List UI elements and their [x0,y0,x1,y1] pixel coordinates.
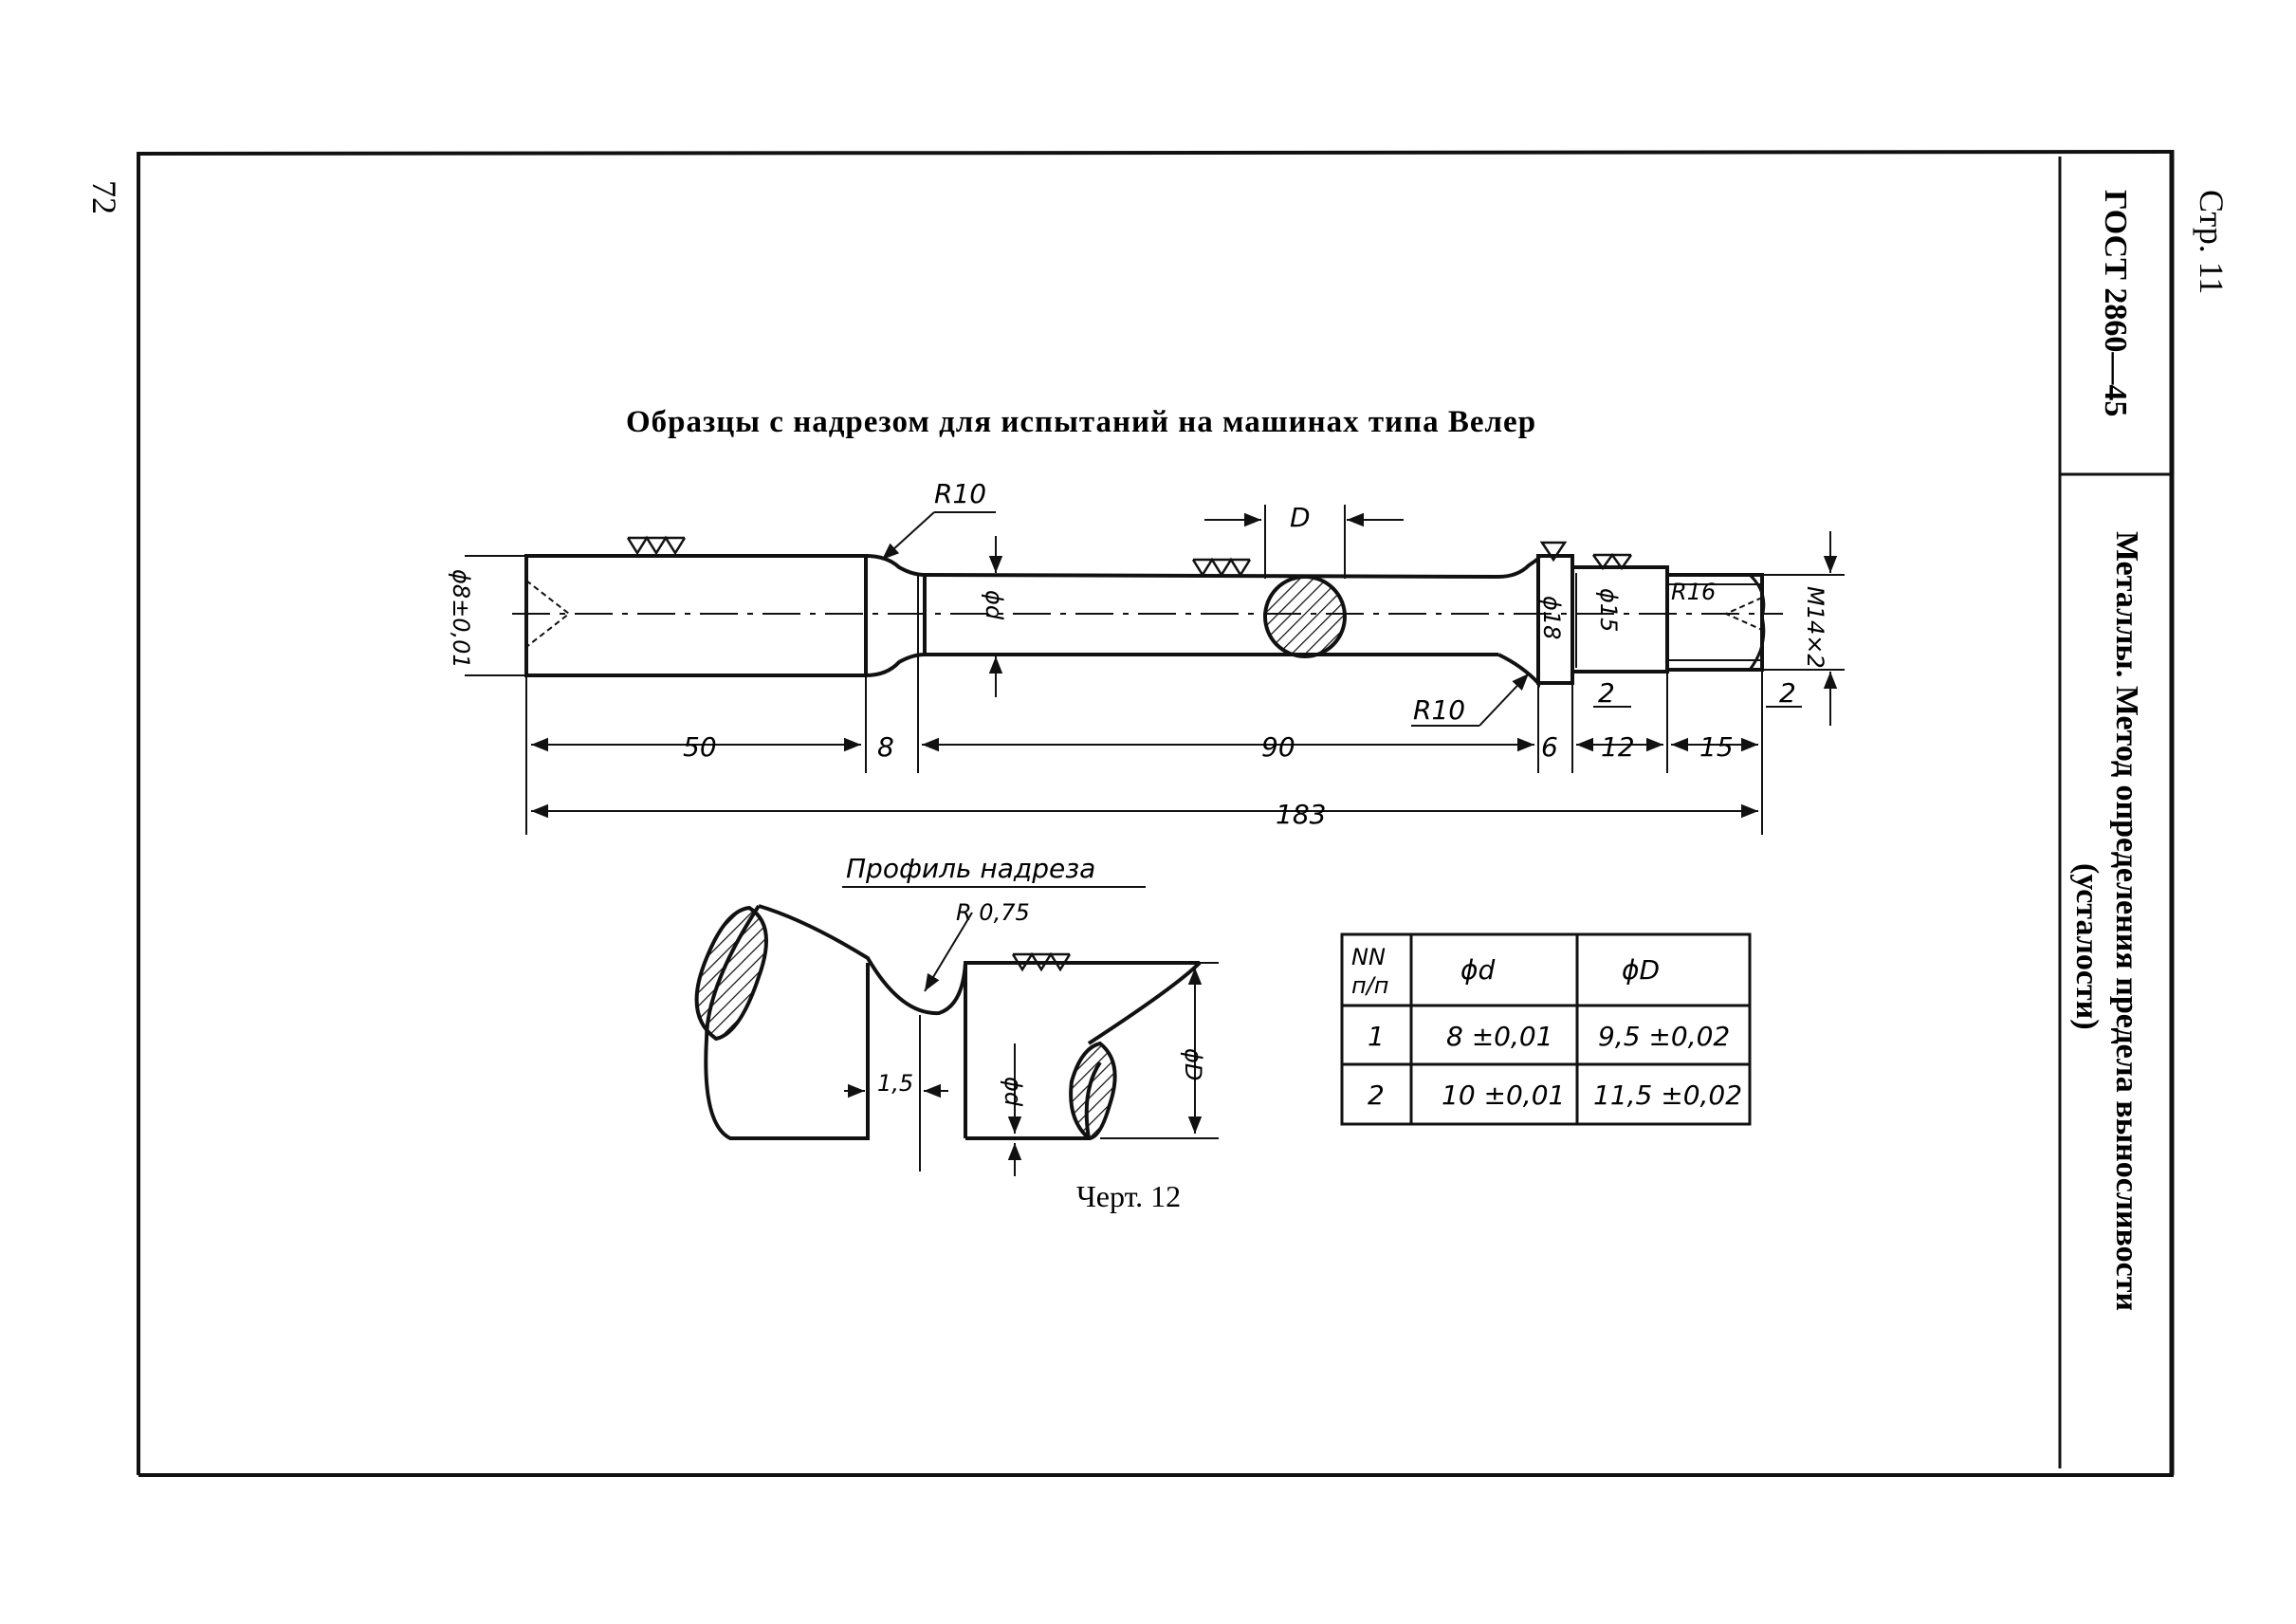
table-row-2-no: 2 [1368,1080,1385,1111]
page-frame [137,150,2175,1477]
profile-radius-label: R 0,75 [956,899,1030,926]
surface-finish-icon [626,535,1633,972]
dim-50: 50 [683,731,717,763]
dim-15: 15 [1699,731,1734,763]
table-row-1-D: 9,5 ±0,02 [1598,1021,1730,1052]
profile-dimensions [844,912,1219,1176]
table-row-1-no: 1 [1368,1021,1385,1052]
dim-90: 90 [1261,731,1295,763]
table-row-1-d: 8 ±0,01 [1446,1021,1553,1052]
radius-left-label: R10 [934,478,986,509]
dim-12: 12 [1601,731,1635,763]
dim-2a: 2 [1598,677,1615,709]
left-page-number: 72 [85,180,123,214]
specimen-dimensions [465,505,1845,835]
specimen-drawing [512,554,1783,689]
page-number-label: Стр. 11 [2193,190,2231,294]
grip-diameter-label: ϕ8±0,01 [448,569,474,669]
profile-dim-15: 1,5 [877,1070,913,1097]
dim-2b: 2 [1779,677,1796,709]
table-header-no-line1: NN [1351,944,1386,970]
table-row-2-D: 11,5 ±0,02 [1593,1080,1742,1111]
profile-title: Профиль надреза [846,853,1095,884]
radius-right-label: R10 [1413,694,1465,726]
section-circle [1263,575,1347,658]
table-header-d: ϕd [1460,954,1495,986]
profile-hatch-left [694,905,768,1042]
dimension-table [1340,932,1752,1126]
subject-title-line1: Металлы. Метод определения предела вынос… [2109,531,2144,1311]
figure-title: Образцы с надрезом для испытаний на маши… [626,405,1536,439]
profile-dia-D: ϕD [1180,1048,1206,1080]
subject-title-line2: (усталости) [2069,863,2104,1030]
neck-diameter-label: ϕd [981,590,1007,620]
profile-hatch-right [1069,1041,1117,1141]
radius-16-label: R16 [1671,579,1716,605]
table-header-no-line2: п/п [1351,972,1388,999]
shoulder-diameter-label: ϕ15 [1595,588,1622,632]
notch-profile-drawing [704,904,1202,1140]
d-label: D [1290,502,1311,533]
table-header-D: ϕD [1622,954,1660,986]
dim-8: 8 [877,731,894,763]
profile-dia-d: ϕd [1000,1077,1026,1107]
collar-diameter-label: ϕ18 [1538,596,1565,639]
dim-total: 183 [1276,799,1326,830]
standard-number: ГОСТ 2860—45 [2098,190,2133,416]
table-row-2-d: 10 ±0,01 [1442,1080,1565,1111]
thread-label: M14×2 [1802,586,1828,669]
dim-6: 6 [1541,731,1558,763]
figure-caption: Черт. 12 [1076,1179,1181,1213]
